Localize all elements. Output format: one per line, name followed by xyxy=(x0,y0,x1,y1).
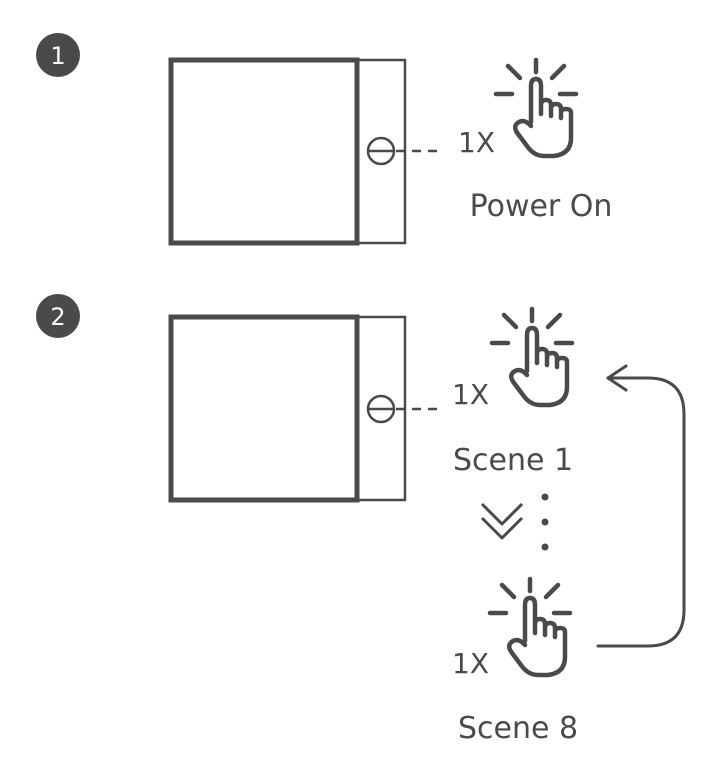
step-1-number-badge: 1 xyxy=(36,33,80,77)
tap-hand-icon xyxy=(496,60,576,156)
power-on-caption: Power On xyxy=(470,189,613,224)
step-2-number-badge: 2 xyxy=(36,294,80,338)
scene-1-caption: Scene 1 xyxy=(453,443,573,478)
scene-8-caption: Scene 8 xyxy=(458,711,578,746)
loop-back-arrow xyxy=(596,364,686,648)
step-2: 2 1X Scene 1 1X Scene 8 xyxy=(36,294,686,746)
tap-hand-icon xyxy=(492,309,572,405)
vertical-ellipsis-icon xyxy=(541,493,549,551)
step-1-number: 1 xyxy=(50,42,65,70)
step-2-number: 2 xyxy=(50,303,65,331)
scene-1-press-count: 1X xyxy=(452,378,489,411)
scene-8-press-count: 1X xyxy=(452,647,489,680)
switch-device-1 xyxy=(168,57,407,246)
double-chevron-down-icon xyxy=(480,502,524,540)
switch-button-1 xyxy=(366,136,396,166)
switch-button-2 xyxy=(366,394,396,424)
tap-hand-icon xyxy=(490,579,570,675)
step-1: 1 1X Power On xyxy=(36,33,613,246)
switch-device-2 xyxy=(168,314,407,503)
press-count-label: 1X xyxy=(458,126,495,159)
